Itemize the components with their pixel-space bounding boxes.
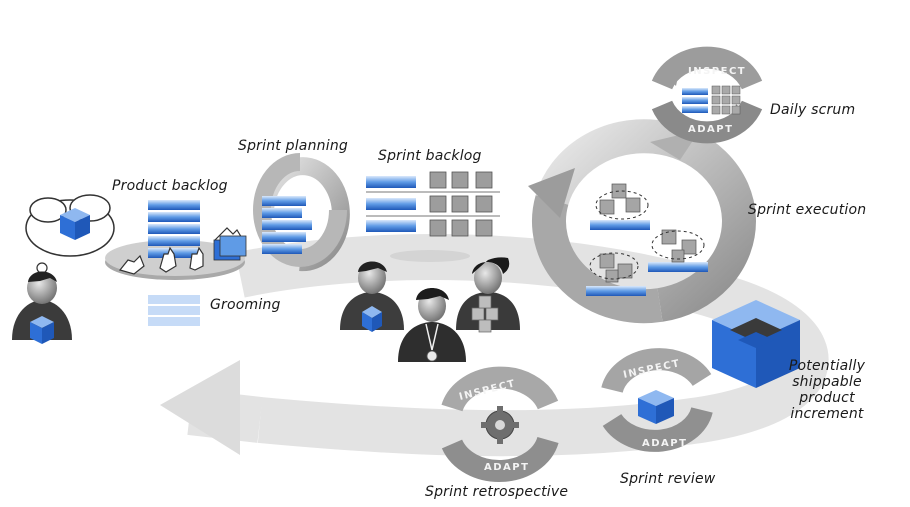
retro-adapt-text: ADAPT (484, 462, 529, 473)
sprint-backlog-board (366, 171, 500, 262)
product-owner-person-icon (12, 271, 72, 344)
grooming-label: Grooming (210, 297, 281, 313)
sprint-task-cubes (429, 171, 493, 237)
gear-icon (481, 406, 519, 444)
loop-arrow-head (160, 360, 240, 455)
sprint-planning-stack (262, 196, 312, 254)
development-team-icon (340, 257, 520, 362)
thought-bubble (25, 194, 115, 284)
sprint-execution-ring (528, 119, 756, 324)
sprint-backlog-rows (366, 176, 416, 232)
product-backlog-area (105, 200, 247, 326)
daily-inspect-text: INSPECT (688, 66, 746, 77)
execution-task-groups (586, 183, 708, 296)
backlog-cards-icon (213, 235, 247, 261)
potentially-shippable-label: Potentially shippable product increment (788, 358, 866, 422)
sprint-execution-label: Sprint execution (748, 202, 867, 218)
daily-scrum-ring: INSPECT ADAPT (651, 46, 763, 144)
daily-scrum-label: Daily scrum (770, 102, 856, 118)
sprint-backlog-label: Sprint backlog (378, 148, 482, 164)
idea-cube-icon (60, 208, 90, 240)
sprint-planning-label: Sprint planning (238, 138, 348, 154)
product-backlog-label: Product backlog (112, 178, 228, 194)
sprint-retrospective-label: Sprint retrospective (425, 484, 569, 500)
review-adapt-text: ADAPT (642, 438, 687, 449)
daily-adapt-text: ADAPT (688, 124, 733, 135)
sprint-review-label: Sprint review (620, 471, 716, 487)
product-increment-cube-icon (712, 300, 800, 388)
execution-arrow-head (528, 168, 575, 218)
sprint-planning-ring (253, 153, 350, 272)
